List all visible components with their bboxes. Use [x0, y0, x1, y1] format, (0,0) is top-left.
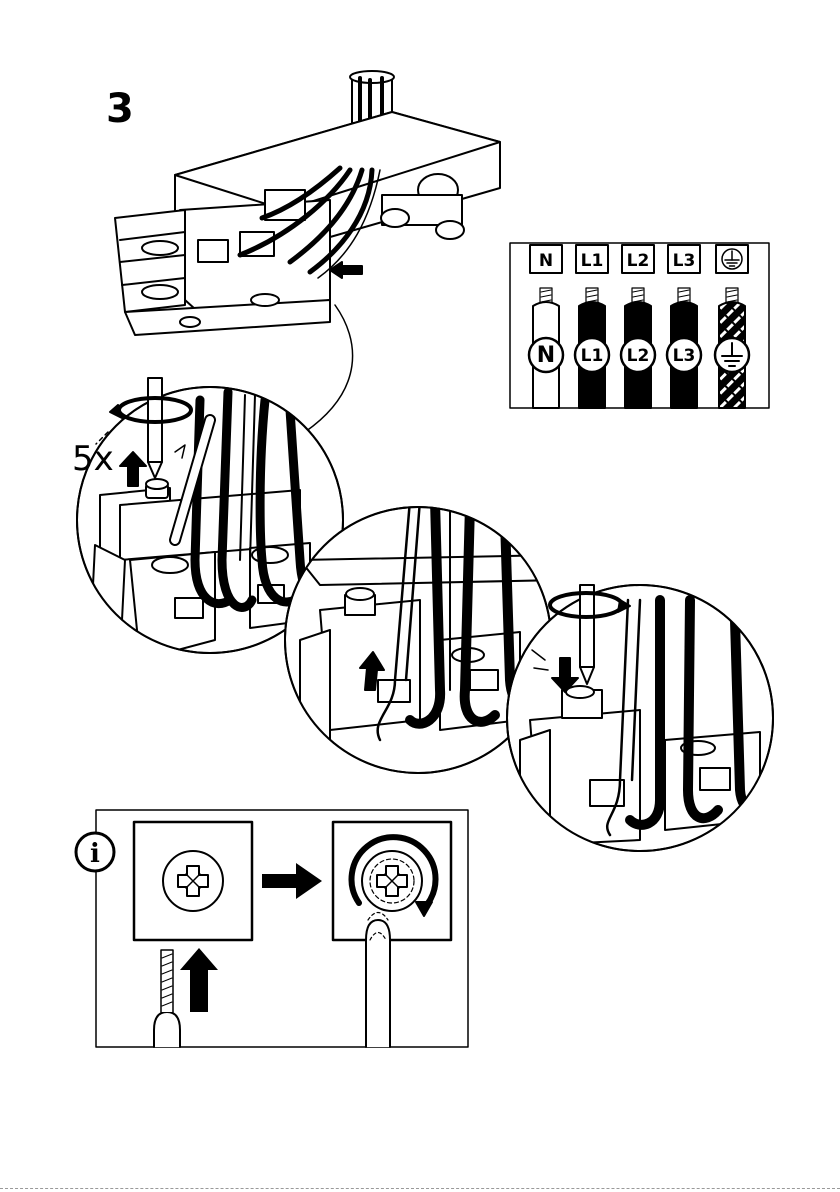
wire-marker-l1: L1	[575, 338, 609, 372]
terminal-label-text: L3	[673, 251, 696, 271]
wire-marker-text: L1	[581, 346, 604, 366]
wire-marker-text: L2	[627, 346, 650, 366]
wire-marker-n: N	[529, 338, 563, 372]
page-trim-line	[0, 1188, 840, 1189]
detail-tighten-screw	[507, 585, 773, 851]
screw-tightened-view	[333, 822, 451, 940]
wire-marker-l2: L2	[621, 338, 655, 372]
terminal-label-l3: L3	[668, 245, 700, 273]
wiring-legend: N L1 L2 L3	[510, 243, 769, 408]
info-icon-glyph: i	[90, 839, 100, 869]
terminal-label-l2: L2	[622, 245, 654, 273]
terminal-label-n: N	[530, 245, 562, 273]
wire-below-inserted	[366, 913, 390, 1048]
screw-loose-view	[134, 822, 252, 940]
track-adapter-drawing	[115, 71, 500, 432]
terminal-label-text: N	[539, 251, 553, 271]
terminal-label-text: L1	[581, 251, 604, 271]
step-number: 3	[106, 86, 134, 132]
wire-marker-l3: L3	[667, 338, 701, 372]
wire-marker-text: L3	[673, 346, 696, 366]
repeat-count: 5x	[72, 439, 114, 479]
terminal-label-text: L2	[627, 251, 650, 271]
info-icon: i	[76, 833, 114, 871]
wire-marker-text: N	[537, 343, 555, 368]
earth-ground-icon	[716, 245, 748, 273]
wire-marker-earth-icon	[715, 338, 749, 372]
terminal-label-l1: L1	[576, 245, 608, 273]
info-panel: i	[76, 810, 468, 1047]
